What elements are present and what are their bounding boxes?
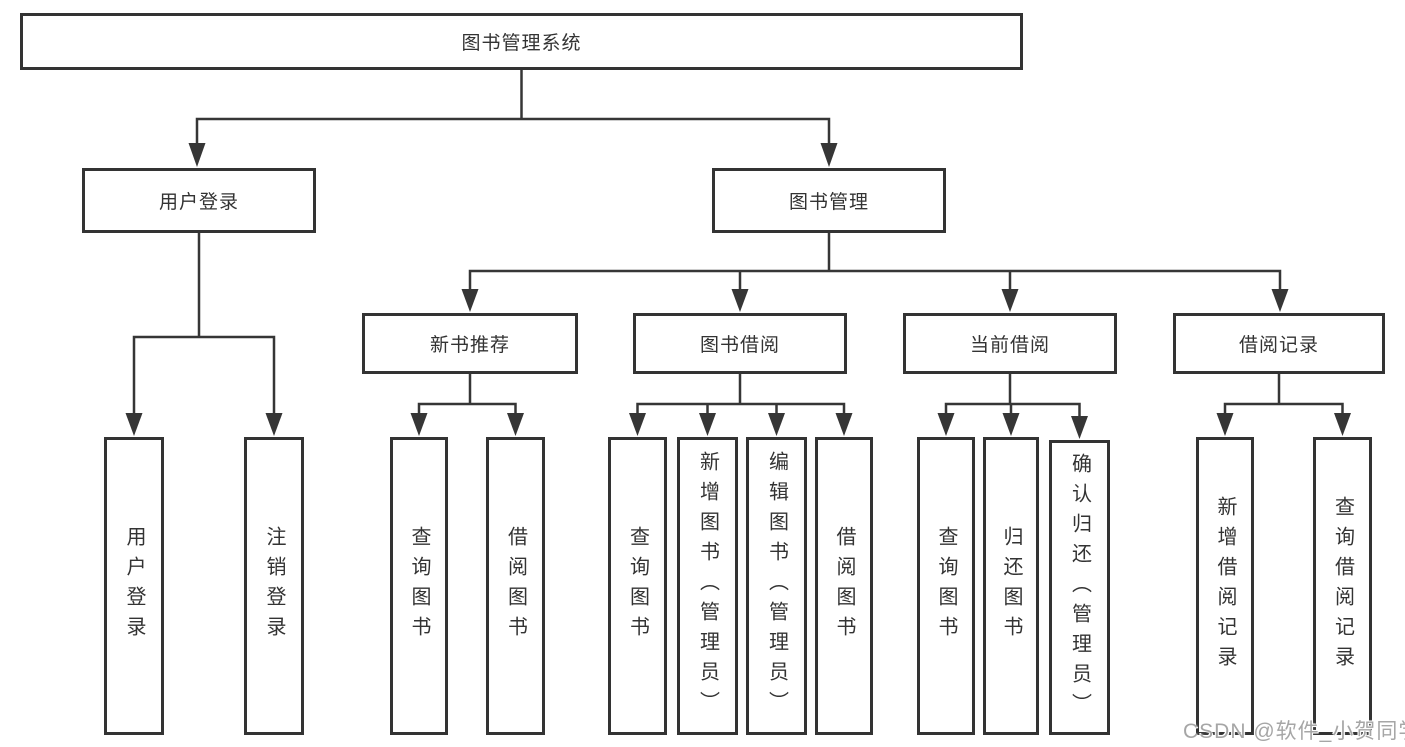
leaf-return-book: 归还图书 xyxy=(983,437,1039,735)
node-label: 图书借阅 xyxy=(699,335,780,356)
leaf-label: 新增借阅记录 xyxy=(1214,496,1236,676)
node-label: 用户登录 xyxy=(158,192,239,213)
node-label: 图书管理 xyxy=(788,192,869,213)
leaf-add-borrow-record: 新增借阅记录 xyxy=(1196,437,1254,735)
node-book-borrowing: 图书借阅 xyxy=(633,313,847,374)
leaf-label: 确认归还（管理员） xyxy=(1068,452,1091,723)
leaf-label: 注销登录 xyxy=(263,526,285,646)
csdn-watermark: CSDN @软件_小贺同学 xyxy=(1183,720,1405,743)
node-library-management-system: 图书管理系统 xyxy=(20,13,1023,70)
leaf-logout-login: 注销登录 xyxy=(244,437,304,735)
node-book-management: 图书管理 xyxy=(712,168,946,233)
leaf-add-book-admin: 新增图书（管理员） xyxy=(677,437,738,735)
leaf-query-borrow-record: 查询借阅记录 xyxy=(1313,437,1372,735)
node-borrow-records: 借阅记录 xyxy=(1173,313,1385,374)
leaf-user-login: 用户登录 xyxy=(104,437,164,735)
leaf-confirm-return-admin: 确认归还（管理员） xyxy=(1049,440,1110,735)
leaf-label: 借阅图书 xyxy=(833,526,855,646)
leaf-query-books-borrow: 查询图书 xyxy=(608,437,667,735)
leaf-query-books-current: 查询图书 xyxy=(917,437,975,735)
node-label: 借阅记录 xyxy=(1238,335,1319,356)
node-label: 图书管理系统 xyxy=(461,33,582,54)
leaf-label: 查询图书 xyxy=(935,526,957,646)
node-new-book-recommendation: 新书推荐 xyxy=(362,313,578,374)
leaf-label: 查询图书 xyxy=(408,526,430,646)
leaf-label: 借阅图书 xyxy=(504,526,527,646)
node-user-login: 用户登录 xyxy=(82,168,316,233)
leaf-label: 查询借阅记录 xyxy=(1331,496,1354,676)
leaf-label: 归还图书 xyxy=(1000,526,1022,646)
leaf-borrow-books-recommend: 借阅图书 xyxy=(486,437,545,735)
leaf-label: 新增图书（管理员） xyxy=(696,451,719,721)
node-label: 新书推荐 xyxy=(429,335,510,356)
node-label: 当前借阅 xyxy=(969,335,1050,356)
node-current-borrowing: 当前借阅 xyxy=(903,313,1117,374)
leaf-query-books-recommend: 查询图书 xyxy=(390,437,448,735)
leaf-label: 查询图书 xyxy=(626,526,649,646)
leaf-borrow-books: 借阅图书 xyxy=(815,437,873,735)
leaf-label: 用户登录 xyxy=(123,526,145,646)
leaf-label: 编辑图书（管理员） xyxy=(765,451,788,721)
leaf-edit-book-admin: 编辑图书（管理员） xyxy=(746,437,807,735)
